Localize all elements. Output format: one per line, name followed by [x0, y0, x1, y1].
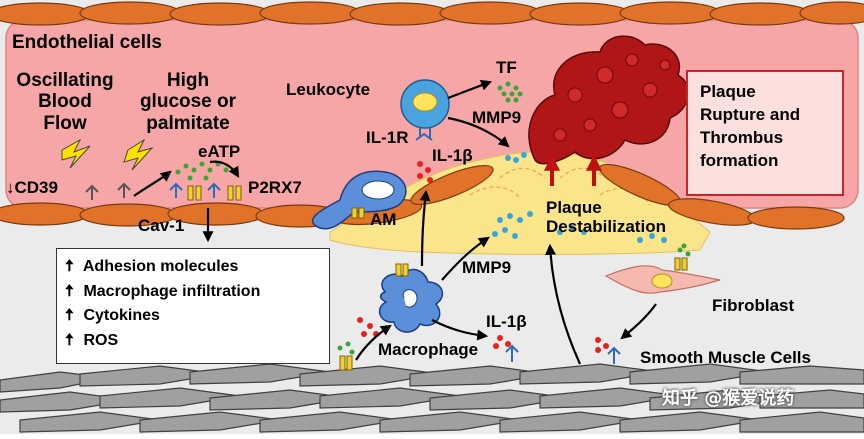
top-endothelial-layer [0, 1, 864, 26]
green-dots [175, 81, 691, 355]
p2rx7-label: P2RX7 [248, 178, 302, 197]
mmp9-mid-label: MMP9 [462, 258, 512, 277]
effect-text: ROS [83, 331, 119, 349]
high-glucose-label: High glucose or palmitate [139, 70, 237, 134]
effect-item: 🠅 ROS [65, 329, 329, 354]
fibroblast-cell [604, 257, 721, 294]
outcome-text: Plaque Rupture and Thrombus formation [700, 82, 801, 170]
plaque-destabilization-label: Plaque Destabilization [546, 198, 666, 237]
smooth-muscle-cells-label: Smooth Muscle Cells [640, 348, 811, 367]
oscillating-flow-label: Oscillating Blood Flow [16, 70, 114, 134]
bottom-endothelial-layer [0, 163, 845, 230]
eatp-label: eATP [198, 142, 241, 161]
adherent-monocyte [311, 170, 407, 230]
pathway-arrows [133, 79, 657, 365]
lightning-icons [61, 138, 154, 171]
effect-text: Adhesion molecules [82, 258, 239, 275]
effect-item: 🠅 Cytokines [65, 304, 329, 329]
watermark: 知乎 @猴爱说药 [662, 388, 795, 409]
il1b-mid-label: IL-1β [486, 312, 527, 331]
il1b-top-label: IL-1β [432, 146, 473, 165]
cd39-label: ↓CD39 [6, 178, 58, 197]
smooth-muscle-layer [0, 363, 864, 433]
endothelial-effects-box: 🠅 Adhesion molecules 🠅 Macrophage infilt… [56, 248, 330, 364]
effect-text: Macrophage infiltration [83, 282, 261, 300]
am-label: AM [370, 210, 397, 229]
leukocyte-label: Leukocyte [286, 80, 371, 99]
mmp9-top-label: MMP9 [472, 108, 522, 127]
tf-label: TF [496, 58, 517, 77]
thrombus [528, 35, 689, 165]
il1r-label: IL-1R [366, 128, 409, 147]
up-arrow-icon: 🠅 [65, 282, 74, 300]
macrophage-label: Macrophage [378, 340, 479, 359]
effect-text: Cytokines [83, 307, 160, 324]
up-arrow-icon: 🠅 [65, 258, 74, 275]
outcome-box: Plaque Rupture and Thrombus formation [686, 70, 844, 196]
cd39-text: CD39 [14, 178, 58, 197]
effect-item: 🠅 Adhesion molecules [65, 255, 329, 280]
cav1-label: Cav-1 [138, 216, 185, 235]
macrophage-cell [378, 263, 444, 333]
effect-item: 🠅 Macrophage infiltration [65, 280, 329, 305]
red-dots [357, 161, 609, 353]
smc-receptors [339, 344, 621, 371]
blue-dots [492, 152, 667, 243]
fibroblast-label: Fibroblast [712, 296, 795, 315]
up-arrow-icon: 🠅 [65, 307, 74, 324]
rupture-arrows [544, 154, 602, 186]
endothelial-receptors [85, 182, 242, 201]
effects-list: 🠅 Adhesion molecules 🠅 Macrophage infilt… [57, 249, 329, 353]
down-arrow-icon: ↓ [6, 178, 15, 197]
endothelial-cells-label: Endothelial cells [12, 32, 162, 53]
leukocyte-cell [400, 79, 450, 141]
up-arrow-icon: 🠅 [65, 331, 74, 349]
